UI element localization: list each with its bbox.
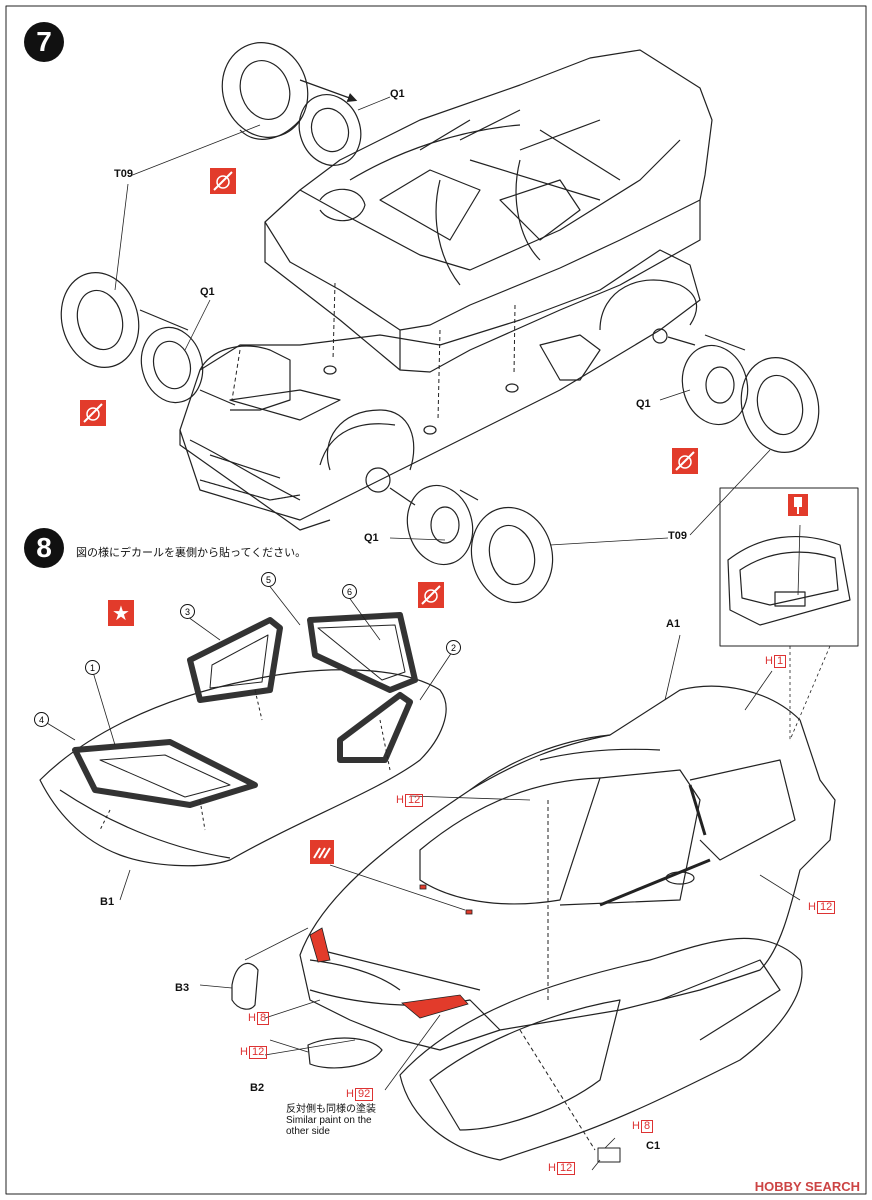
chassis-frame [179, 249, 701, 531]
no-glue-icon [672, 448, 698, 474]
label-t09-right: T09 [668, 530, 687, 542]
decal-number-1: 1 [85, 660, 100, 675]
bumper-light-paint [401, 994, 469, 1019]
paint-note-en-1: Similar paint on the [286, 1115, 372, 1126]
wheel-bottom-center [365, 467, 554, 604]
windshield-c1 [399, 937, 803, 1161]
wheel-right [652, 328, 820, 453]
detail-inset [719, 487, 859, 647]
step-8-instruction: 図の様にデカールを裏側から貼ってください。 [76, 546, 307, 559]
paint-note-en-2: other side [286, 1126, 330, 1137]
label-q1-right: Q1 [636, 398, 651, 410]
wheel-upper-left [221, 42, 362, 166]
step-8-badge: 8 [24, 528, 64, 568]
label-q1-bottom: Q1 [364, 532, 379, 544]
decal-number-6: 6 [342, 584, 357, 599]
paint-note: 反対側も同様の塗装 Similar paint on the other sid… [286, 1104, 376, 1137]
step-7-badge: 7 [24, 22, 64, 62]
paint-swatch-icon [310, 840, 334, 864]
badge-mark-2 [465, 909, 473, 915]
body-a1 [299, 685, 836, 1051]
interior-tub [264, 49, 713, 373]
label-b2: B2 [250, 1082, 265, 1094]
label-c1: C1 [646, 1140, 661, 1152]
pointer-icon [788, 494, 808, 516]
decal-number-3: 3 [180, 604, 195, 619]
decal-number-2: 2 [446, 640, 461, 655]
no-glue-icon [418, 582, 444, 608]
badge-mark-1 [419, 884, 427, 890]
part-c1-shape [597, 1147, 621, 1163]
paint-note-jp: 反対側も同様の塗装 [286, 1104, 376, 1115]
glass-b1 [39, 669, 447, 867]
wheel-left [60, 272, 204, 404]
no-glue-icon [80, 400, 106, 426]
label-q1-top: Q1 [390, 88, 405, 100]
label-a1: A1 [666, 618, 681, 630]
sheet-border [5, 5, 867, 1195]
parts-b2-b3 [231, 962, 383, 1069]
label-q1-left: Q1 [200, 286, 215, 298]
decal-frames [72, 612, 418, 808]
label-t09-left: T09 [114, 168, 133, 180]
label-b1: B1 [100, 896, 115, 908]
label-b3: B3 [175, 982, 190, 994]
no-glue-icon [210, 168, 236, 194]
star-icon: ★ [108, 600, 134, 626]
watermark: HOBBY SEARCH [754, 1179, 860, 1194]
taillight-paint [309, 927, 331, 963]
decal-number-4: 4 [34, 712, 49, 727]
decal-number-5: 5 [261, 572, 276, 587]
